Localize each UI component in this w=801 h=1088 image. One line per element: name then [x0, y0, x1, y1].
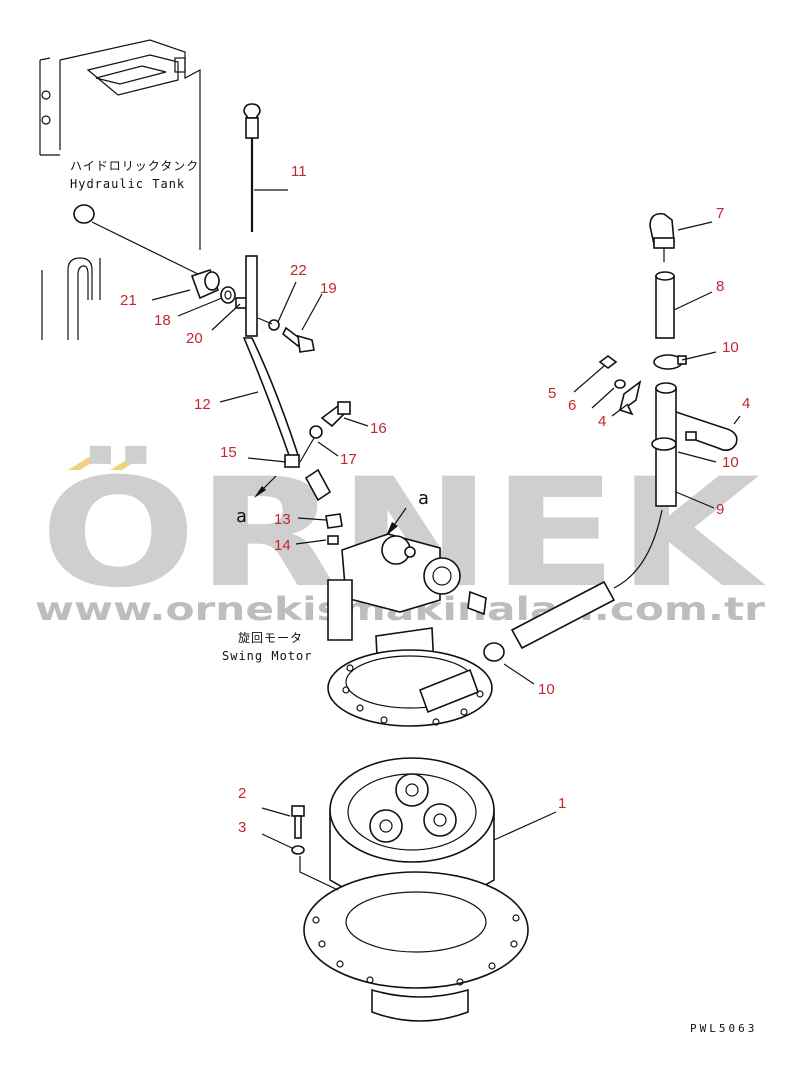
tank-label-jp: ハイドロリックタンク — [70, 159, 199, 173]
view-a-left-label: a — [236, 506, 248, 527]
part-18-washer — [220, 286, 236, 304]
part-20-bushing — [73, 204, 220, 300]
watermark-accent-right — [110, 454, 148, 470]
part-6-washer — [614, 379, 626, 389]
drawing-code: PWL5063 — [690, 1022, 757, 1035]
part-3-washer — [291, 845, 339, 891]
part-1-swing-machinery — [303, 757, 529, 1022]
part-2-bolt — [291, 805, 305, 839]
callout-22: 22 — [290, 262, 307, 279]
callout-10-top: 10 — [722, 339, 739, 356]
part-12-hose — [242, 337, 299, 460]
callout-4-left: 4 — [598, 413, 606, 430]
motor-label-jp: 旋回モータ — [238, 631, 303, 645]
part-4-u-bolt — [675, 411, 738, 452]
part-9-pipe — [651, 382, 677, 507]
callout-11: 11 — [291, 163, 307, 180]
callout-20: 21 — [120, 292, 137, 309]
callout-10-bottom: 10 — [538, 681, 555, 698]
hose-end — [304, 468, 332, 502]
callout-2: 2 — [238, 785, 246, 802]
leader-lines — [151, 189, 741, 849]
callouts: 11 21 18 20 22 19 12 16 17 15 13 14 7 8 … — [120, 163, 750, 836]
callout-17: 17 — [340, 451, 357, 468]
callout-18: 18 — [154, 312, 171, 329]
callout-14: 14 — [274, 537, 291, 554]
callout-19: 20 — [186, 330, 203, 347]
callout-1: 1 — [558, 795, 566, 812]
callout-10-mid: 10 — [722, 454, 739, 471]
part-5-nut — [598, 355, 618, 369]
view-a-arrow-left: a — [236, 475, 277, 527]
motor-label-en: Swing Motor — [222, 649, 312, 663]
callout-15: 15 — [220, 444, 237, 461]
part-14-fitting — [327, 535, 339, 545]
part-22-washer — [268, 319, 280, 331]
hydraulic-tank: ハイドロリックタンク Hydraulic Tank — [39, 39, 201, 340]
callout-5: 5 — [548, 385, 556, 402]
part-10-clamp-top — [653, 354, 687, 370]
callout-6: 6 — [568, 397, 576, 414]
tank-label-en: Hydraulic Tank — [70, 177, 185, 191]
part-7-breather — [649, 212, 675, 262]
part-15-clip — [284, 454, 300, 468]
part-11-dipstick — [243, 103, 261, 337]
part-8-tube — [655, 271, 675, 339]
part-21-bolt — [257, 317, 315, 353]
callout-4-right: 4 — [742, 395, 750, 412]
callout-12: 12 — [194, 396, 211, 413]
callout-8: 8 — [716, 278, 724, 295]
callout-21: 19 — [320, 280, 337, 297]
part-16-bolt — [320, 401, 351, 428]
callout-13: 13 — [274, 511, 291, 528]
callout-3: 3 — [238, 819, 246, 836]
part-13-nut — [325, 513, 343, 529]
part-17-washer — [299, 425, 323, 463]
watermark-accent-left — [68, 454, 106, 470]
callout-16: 16 — [370, 420, 387, 437]
swing-motor: 旋回モータ Swing Motor — [222, 509, 663, 727]
view-a-center-label: a — [418, 488, 430, 509]
callout-7: 7 — [716, 205, 724, 222]
view-a-arrow-center: a — [386, 488, 430, 536]
callout-9: 9 — [716, 501, 724, 518]
